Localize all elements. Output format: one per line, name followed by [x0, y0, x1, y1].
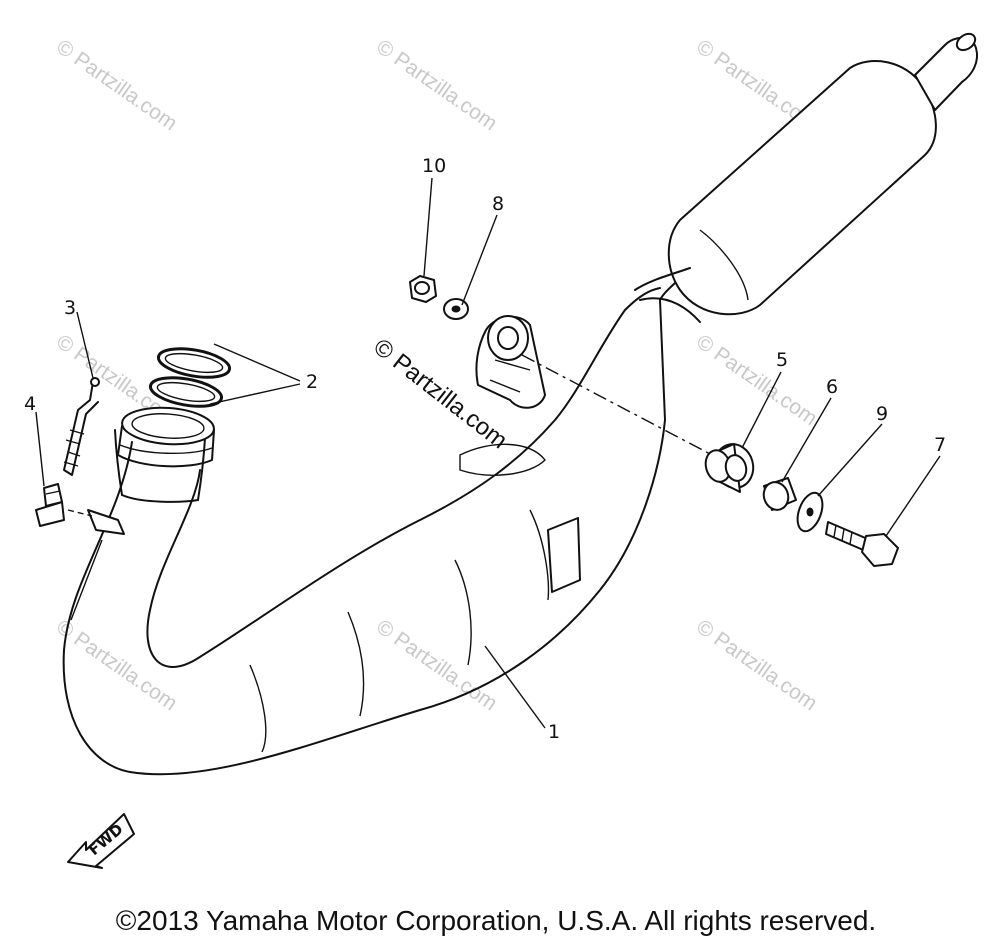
callout-labels: 1 2 3 4 5 6 7 8 9 10: [24, 155, 946, 743]
exhaust-spring: [63, 377, 100, 476]
watermark-tile: © Partzilla.com: [372, 35, 501, 135]
exhaust-gaskets: [148, 347, 232, 408]
exhaust-pipe-outline: [62, 267, 691, 776]
callout-7: 7: [934, 434, 946, 456]
header-flange: [121, 406, 215, 446]
callout-5: 5: [776, 349, 788, 371]
callout-8: 8: [492, 193, 504, 215]
spring-hook: [35, 483, 125, 535]
watermark-tile: © Partzilla.com: [692, 330, 821, 430]
gasket-ring: [148, 376, 224, 408]
callout-10: 10: [422, 155, 446, 177]
leader-lines: [35, 177, 941, 729]
nut: [409, 275, 437, 303]
forward-arrow: FWD: [67, 813, 135, 869]
collar: [762, 477, 797, 511]
grommet: [704, 443, 755, 493]
callout-4: 4: [24, 393, 36, 415]
tailpipe: [914, 36, 978, 111]
watermark-tile: © Partzilla.com: [52, 35, 181, 135]
copyright-notice: ©2013 Yamaha Motor Corporation, U.S.A. A…: [116, 905, 876, 936]
watermark-tile: © Partzilla.com: [372, 615, 501, 715]
callout-1: 1: [548, 721, 560, 743]
watermark-tile: © Partzilla.com: [692, 615, 821, 715]
plain-washer: [443, 298, 469, 320]
gasket-ring: [156, 347, 232, 379]
bolt: [825, 521, 899, 567]
callout-6: 6: [826, 376, 838, 398]
exhaust-pipe: [62, 32, 978, 776]
washer: [796, 491, 824, 533]
callout-9: 9: [876, 403, 888, 425]
silencer-body: [667, 60, 937, 316]
callout-2: 2: [306, 371, 318, 393]
callout-3: 3: [64, 297, 76, 319]
